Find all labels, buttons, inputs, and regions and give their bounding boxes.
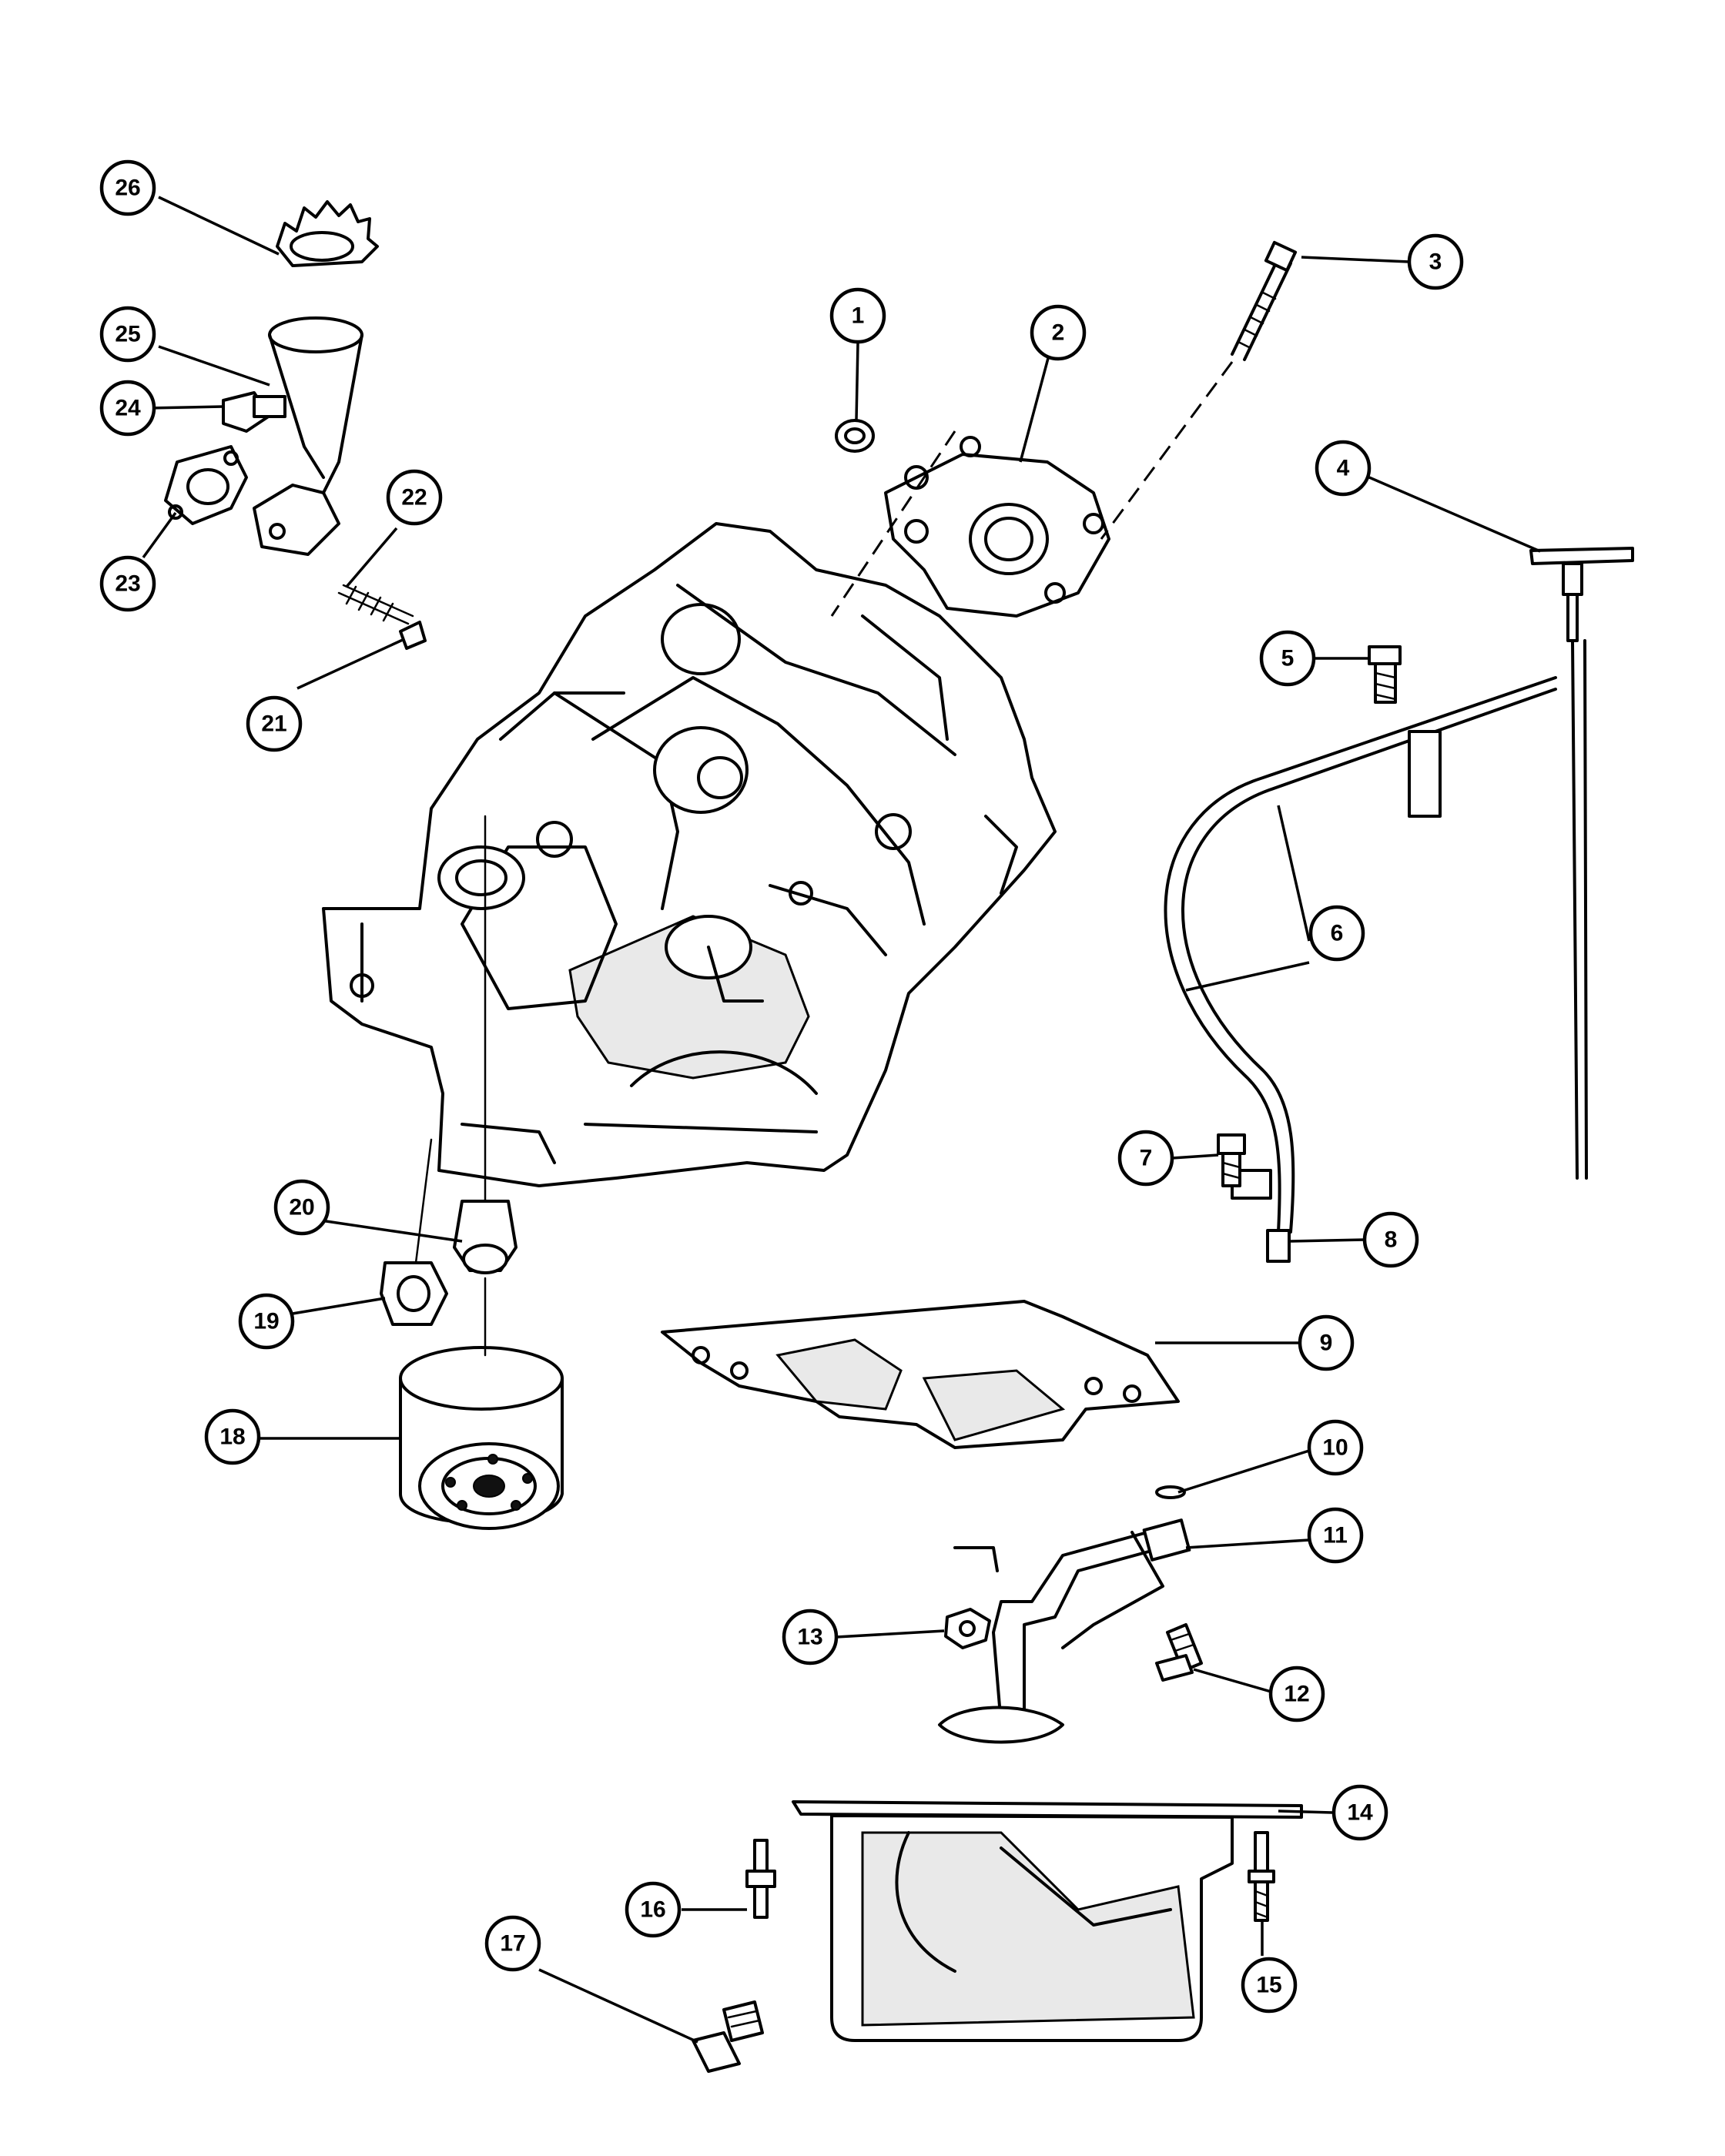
callout-label: 26 — [115, 176, 140, 201]
callout-label: 23 — [115, 571, 140, 597]
callout-label: 9 — [1320, 1331, 1333, 1356]
callout-label: 19 — [253, 1309, 279, 1334]
part-3-bolt — [1231, 240, 1298, 361]
callout-23: 23 — [99, 555, 156, 612]
callout-9: 9 — [1298, 1314, 1355, 1371]
callout-13: 13 — [782, 1609, 839, 1666]
callout-label: 20 — [289, 1195, 314, 1220]
callout-26: 26 — [99, 159, 156, 216]
part-8-o-ring — [1266, 1229, 1291, 1263]
callout-label: 17 — [500, 1931, 525, 1957]
part-12-bolt — [1155, 1623, 1203, 1682]
callout-label: 18 — [219, 1424, 245, 1450]
part-11-oil-pickup-tube — [938, 1518, 1191, 1744]
callout-14: 14 — [1331, 1784, 1388, 1841]
callout-18: 18 — [204, 1408, 261, 1465]
callout-21: 21 — [246, 695, 303, 752]
part-13-nut — [944, 1608, 991, 1649]
part-1-plug — [835, 419, 875, 453]
callout-leaders — [142, 196, 1541, 2044]
callout-3: 3 — [1407, 233, 1464, 290]
callout-11: 11 — [1307, 1507, 1364, 1564]
part-24-sensor — [222, 391, 286, 433]
callout-12: 12 — [1268, 1666, 1325, 1722]
callout-8: 8 — [1362, 1211, 1419, 1268]
part-9-windage-tray — [661, 1300, 1180, 1449]
callout-label: 2 — [1052, 320, 1065, 346]
callout-7: 7 — [1117, 1130, 1174, 1187]
part-17-drain-plug — [692, 2000, 764, 2073]
part-16-stud — [745, 1839, 776, 1919]
callout-24: 24 — [99, 380, 156, 437]
callout-label: 5 — [1281, 646, 1295, 671]
callout-label: 24 — [115, 396, 141, 421]
callout-label: 8 — [1385, 1227, 1398, 1253]
callout-label: 12 — [1284, 1682, 1309, 1707]
part-3-install-line — [1100, 361, 1234, 540]
engine-block — [322, 522, 1057, 1187]
callout-4: 4 — [1315, 440, 1372, 497]
part-25-filler-tube — [253, 316, 363, 556]
callout-22: 22 — [386, 469, 443, 526]
callout-label: 21 — [261, 711, 286, 737]
callout-6: 6 — [1308, 905, 1365, 962]
part-21-bolt — [399, 621, 427, 650]
callout-label: 3 — [1429, 249, 1442, 275]
callout-label: 10 — [1322, 1435, 1348, 1461]
part-23-gasket — [164, 445, 248, 525]
part-10-o-ring — [1155, 1485, 1186, 1499]
callout-2: 2 — [1030, 304, 1087, 361]
part-14-oil-pan — [792, 1800, 1303, 2042]
callout-20: 20 — [273, 1179, 330, 1236]
callout-label: 6 — [1331, 921, 1344, 946]
callout-17: 17 — [484, 1915, 541, 1972]
callout-label: 15 — [1256, 1973, 1281, 1998]
part-19-install-line — [414, 1138, 433, 1264]
callout-25: 25 — [99, 306, 156, 363]
callout-label: 1 — [852, 303, 865, 329]
callout-label: 25 — [115, 322, 140, 347]
part-26-cap — [276, 200, 379, 267]
part-6-dipstick-tube — [1164, 676, 1557, 1234]
callout-10: 10 — [1307, 1419, 1364, 1476]
callout-label: 16 — [640, 1897, 665, 1923]
part-4-dipstick — [1529, 547, 1634, 1180]
part-5-bolt — [1368, 645, 1402, 704]
callout-label: 13 — [797, 1625, 822, 1650]
callout-label: 14 — [1347, 1800, 1373, 1826]
callout-16: 16 — [625, 1881, 682, 1938]
callout-1: 1 — [829, 287, 886, 344]
part-19-adapter — [380, 1261, 448, 1326]
callout-19: 19 — [238, 1293, 295, 1350]
part-2-install-line — [830, 430, 956, 617]
callout-15: 15 — [1241, 1957, 1298, 2014]
part-15-stud — [1248, 1831, 1275, 1922]
part-22-spring — [337, 584, 414, 625]
callout-5: 5 — [1259, 630, 1316, 687]
part-2-oil-pump — [884, 436, 1110, 618]
callout-label: 22 — [401, 485, 427, 511]
part-7-bolt — [1217, 1133, 1246, 1187]
callout-label: 7 — [1140, 1146, 1153, 1171]
part-20-connector — [453, 1200, 518, 1274]
callout-label: 11 — [1323, 1523, 1348, 1548]
part-18-oil-filter — [399, 1346, 564, 1530]
callout-label: 4 — [1337, 456, 1350, 481]
